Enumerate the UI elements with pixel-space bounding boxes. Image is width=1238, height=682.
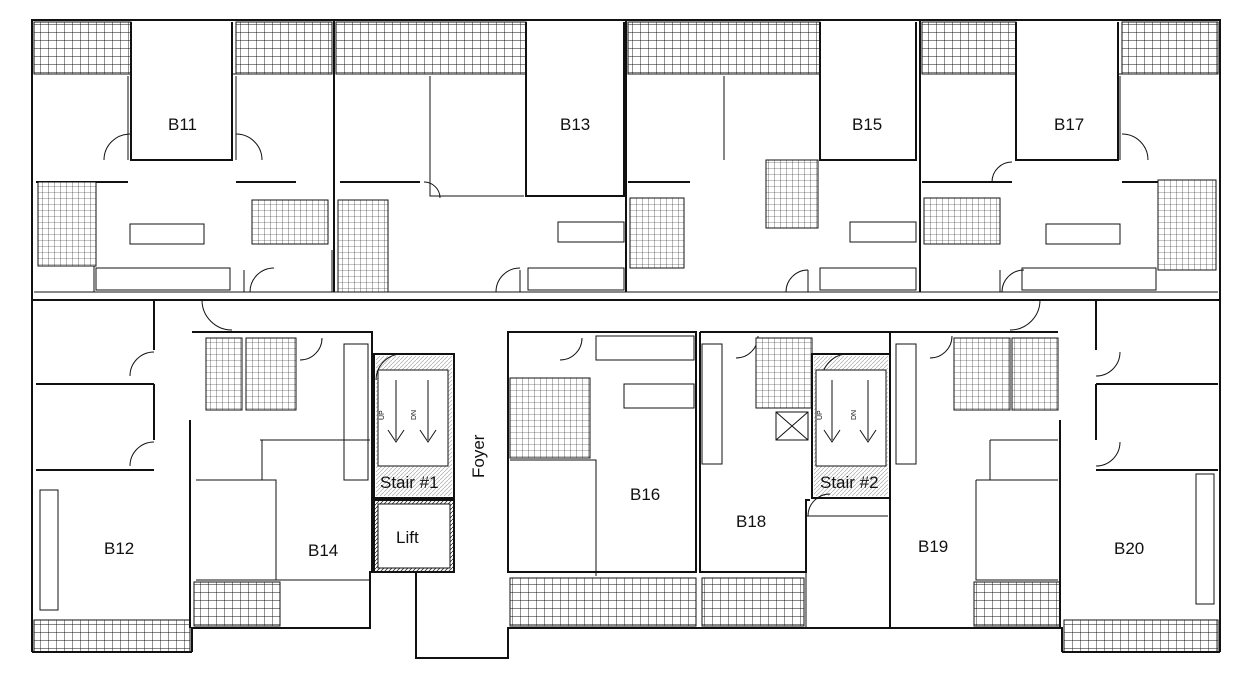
- unit-b19-label: B19: [918, 537, 948, 556]
- counters-top: [95, 221, 1157, 291]
- stair-1-up-label: UP: [379, 410, 386, 420]
- bathrooms-top: [37, 159, 1217, 293]
- stair-2-up-label: UP: [817, 410, 824, 420]
- unit-b13-label: B13: [560, 115, 590, 134]
- stair-1: UP DN: [373, 353, 455, 499]
- top-unit-walls: [36, 20, 1218, 292]
- balconies-bottom: [33, 577, 1219, 653]
- unit-b16-label: B16: [630, 485, 660, 504]
- unit-b14-label: B14: [308, 541, 338, 560]
- unit-b11-label: B11: [168, 115, 197, 134]
- unit-b20-label: B20: [1114, 539, 1144, 558]
- stair-2: UP DN: [811, 353, 891, 499]
- stair-1-label: Stair #1: [380, 473, 439, 492]
- lift-shaft: [373, 499, 455, 573]
- bathrooms-bottom: [205, 337, 1059, 459]
- lift-label: Lift: [396, 528, 419, 547]
- foyer-label: Foyer: [469, 434, 488, 478]
- balconies-top: [33, 21, 1219, 75]
- unit-b12-label: B12: [104, 539, 134, 558]
- stair-1-dn-label: DN: [411, 410, 418, 420]
- unit-b17-label: B17: [1054, 115, 1084, 134]
- lift-2-box: [775, 411, 809, 441]
- unit-b18-label: B18: [736, 512, 766, 531]
- stair-2-dn-label: DN: [851, 410, 858, 420]
- stair-2-label: Stair #2: [820, 473, 879, 492]
- unit-b15-label: B15: [852, 115, 882, 134]
- counters-bottom: [39, 335, 1215, 611]
- bottom-unit-walls: [36, 299, 1218, 628]
